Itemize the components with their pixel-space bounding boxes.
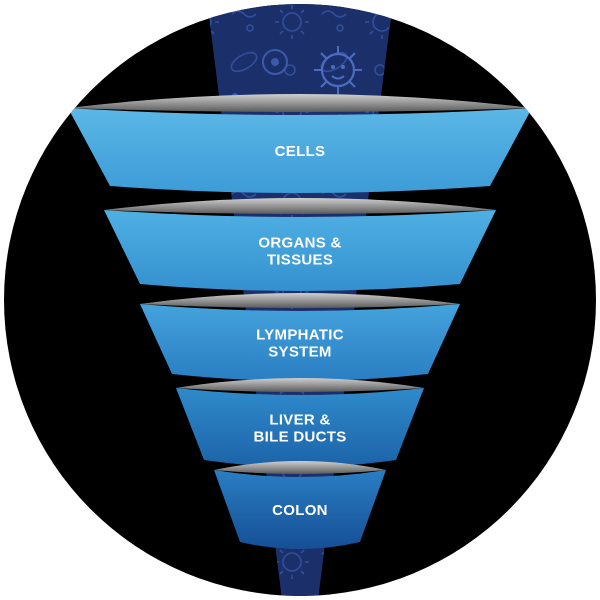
- funnel-band: [140, 304, 460, 381]
- funnel-rim: [214, 461, 386, 474]
- funnel-layer-liver-bile-ducts: LIVER &BILE DUCTS: [176, 378, 424, 467]
- layer-label-line: ORGANS &: [258, 235, 341, 252]
- core-icons: [229, 46, 362, 107]
- funnel-rim: [176, 378, 424, 392]
- layer-label-line: TISSUES: [267, 252, 333, 269]
- funnel-rim: [140, 293, 460, 308]
- funnel-layer-organs-tissues: ORGANS &TISSUES: [104, 198, 496, 291]
- layer-label-line: CELLS: [275, 143, 326, 160]
- funnel-band: [104, 210, 496, 291]
- layer-label-line: LYMPHATIC: [256, 327, 344, 344]
- cell-icon: [262, 49, 288, 75]
- layer-label-liver-bile-ducts: LIVER &BILE DUCTS: [254, 412, 347, 446]
- funnel-layer-cells: CELLS: [68, 94, 532, 193]
- layer-label-colon: COLON: [272, 502, 328, 519]
- layer-label-line: SYSTEM: [268, 344, 331, 361]
- funnel-band: [68, 108, 532, 193]
- layer-label-line: COLON: [272, 502, 328, 519]
- funnel-rim: [104, 198, 496, 214]
- funnel-rim: [68, 94, 532, 112]
- funnel-band: [214, 470, 386, 549]
- virus-icon: [314, 46, 362, 94]
- layer-label-line: BILE DUCTS: [254, 429, 347, 446]
- layer-label-organs-tissues: ORGANS &TISSUES: [258, 235, 341, 269]
- layer-label-cells: CELLS: [275, 143, 326, 160]
- funnel-band: [176, 388, 424, 467]
- layer-label-line: LIVER &: [269, 412, 330, 429]
- funnel-layer-colon: COLON: [214, 461, 386, 549]
